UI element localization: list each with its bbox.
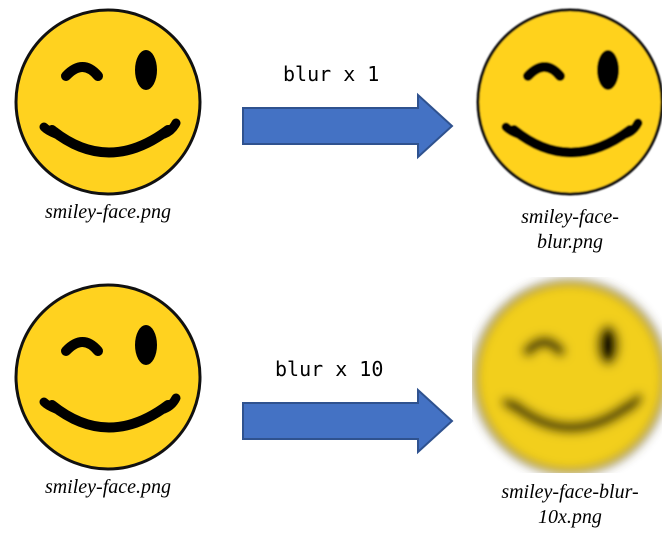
output-caption-text: smiley-face-blur.png — [521, 206, 619, 253]
row-blur-1: smiley-face.png blur x 1 smiley-face-blu… — [14, 8, 662, 255]
row-blur-10: smiley-face.png blur x 10 smiley-face-bl… — [0, 275, 662, 550]
output-caption: smiley-face-blur-10x.png — [470, 480, 662, 530]
smiley-face-icon — [14, 283, 202, 471]
smiley-face-icon — [14, 8, 202, 196]
source-caption: smiley-face.png — [44, 201, 172, 223]
output-caption: smiley-face-blur.png — [470, 205, 662, 255]
smiley-face-blur-icon — [476, 8, 662, 196]
source-caption: smiley-face.png — [44, 476, 172, 498]
operation-label: blur x 1 — [283, 62, 380, 86]
output-caption-text: smiley-face-blur-10x.png — [501, 481, 639, 528]
smiley-face-blur-10x-icon — [473, 280, 662, 473]
operation-label: blur x 10 — [275, 357, 384, 381]
arrow-right-icon — [242, 92, 454, 160]
arrow-right-icon — [242, 387, 454, 455]
